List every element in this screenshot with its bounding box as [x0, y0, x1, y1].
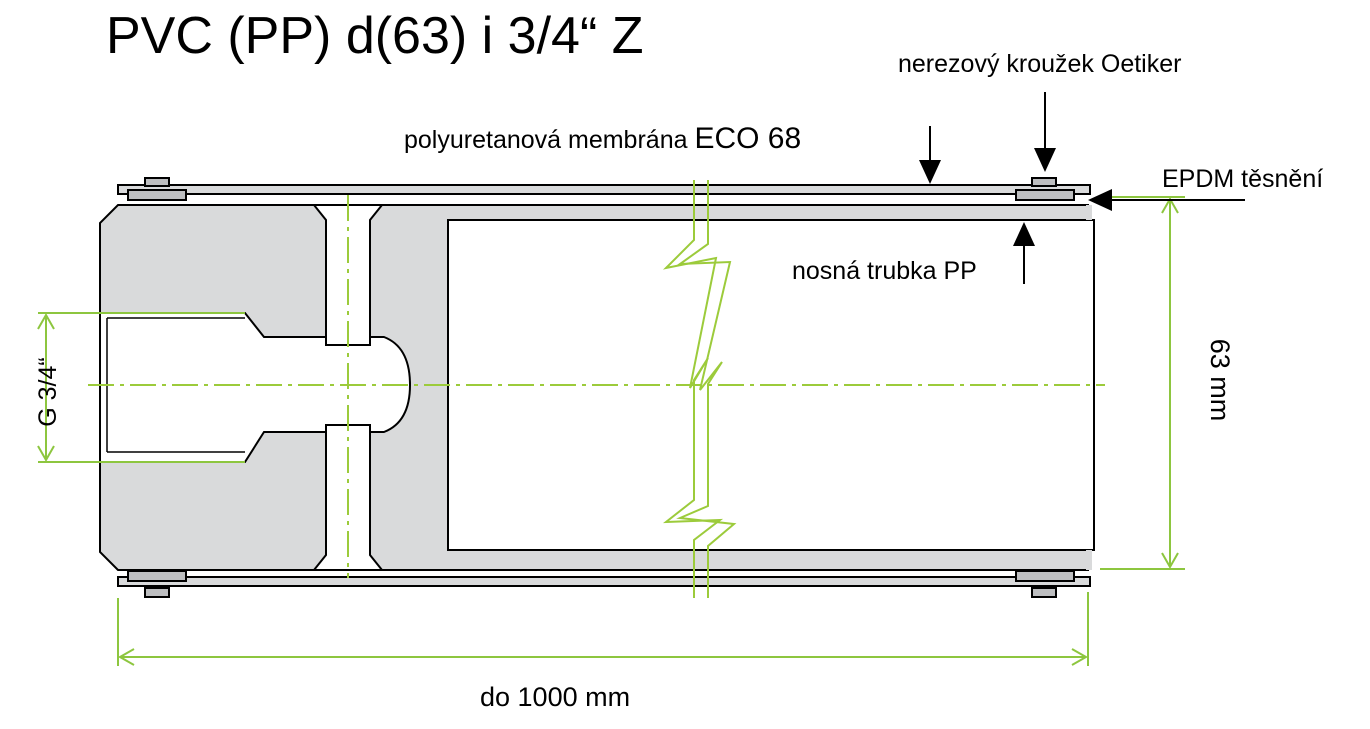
page-title: PVC (PP) d(63) i 3/4“ Z — [106, 7, 644, 65]
thread-dimension — [37, 312, 245, 463]
length-label: do 1000 mm — [480, 682, 631, 712]
diameter-dimension — [1100, 196, 1185, 570]
length-dimension — [117, 592, 1089, 666]
membrane-bottom-wall — [117, 576, 1091, 587]
thread-label: G 3/4“ — [34, 357, 63, 427]
oetiker-ring-left-top — [127, 189, 187, 201]
membrane-label-text: polyuretanová membrána — [404, 126, 695, 154]
support-tube-label: nosná trubka PP — [792, 257, 977, 285]
oetiker-ring-right-bottom-tab — [1031, 587, 1057, 598]
break-lines — [662, 180, 737, 598]
oetiker-ring-left-bottom-tab — [144, 587, 170, 598]
membrane-model-label: ECO 68 — [694, 122, 802, 155]
oetiker-ring-right-top — [1015, 189, 1075, 201]
pointer-support-tube-arrow — [1013, 222, 1035, 284]
membrane-label: polyuretanová membrána ECO 68 — [404, 124, 801, 154]
diameter-label: 63 mm — [1204, 338, 1235, 422]
oetiker-ring-left-top-tab — [144, 177, 170, 187]
membrane-top-wall — [117, 184, 1091, 195]
support-tube-end-bottom — [1086, 550, 1092, 570]
oetiker-ring-left-bottom — [127, 570, 187, 582]
oetiker-ring-right-bottom — [1015, 570, 1075, 582]
oetiker-ring-right-top-tab — [1031, 177, 1057, 187]
pointer-oetiker-arrow — [1034, 92, 1056, 172]
pointer-epdm-arrow — [1088, 189, 1245, 211]
air-hole-top — [311, 204, 385, 346]
oetiker-ring-label: nerezový kroužek Oetiker — [898, 50, 1182, 78]
epdm-seal-label: EPDM těsnění — [1162, 165, 1324, 193]
support-tube-end-top — [1086, 205, 1092, 220]
pointer-membrane-arrow — [919, 126, 941, 184]
